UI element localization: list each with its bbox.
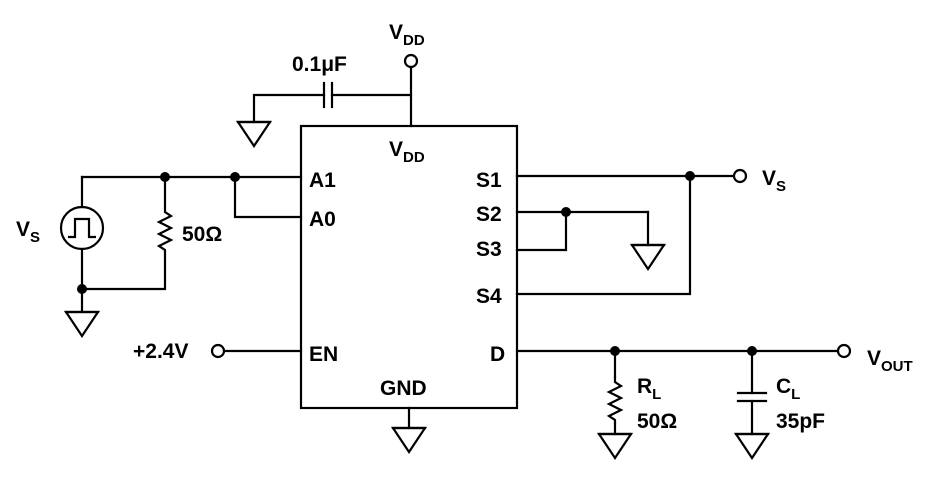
vout-terminal <box>836 343 852 359</box>
a0-wire <box>233 175 303 219</box>
cl-label: CL <box>776 375 800 403</box>
rl-value: 50Ω <box>637 410 677 433</box>
pin-gnd-label: GND <box>380 377 427 400</box>
pin-vdd-label: VDD <box>389 138 425 166</box>
bypass-cap-wire-left <box>252 93 326 124</box>
pin-a0-label: A0 <box>309 208 336 231</box>
pin-s1-label: S1 <box>476 169 502 192</box>
pin-a1-label: A1 <box>309 169 336 192</box>
junction-dot <box>77 284 87 294</box>
ground-icon <box>629 243 667 271</box>
pin-s3-label: S3 <box>476 238 502 261</box>
en-terminal <box>210 343 226 359</box>
pin-s2-label: S2 <box>476 203 502 226</box>
ground-icon <box>235 120 273 148</box>
source-ground-wire <box>80 175 167 291</box>
bypass-cap-label: 0.1μF <box>292 53 347 76</box>
pin-en-label: EN <box>309 343 338 366</box>
ground-icon <box>733 432 771 460</box>
vdd-terminal-label: VDD <box>389 21 425 49</box>
junction-dot <box>230 172 240 182</box>
pin-d-label: D <box>490 343 505 366</box>
source-label: VS <box>16 218 40 246</box>
ground-icon <box>390 426 428 454</box>
cl-value: 35pF <box>776 410 825 433</box>
load-resistor-icon <box>606 376 624 424</box>
termination-resistor-label: 50Ω <box>182 223 222 246</box>
ground-icon <box>63 310 101 338</box>
vs-out-terminal <box>732 168 748 184</box>
vs-out-label: VS <box>762 167 786 195</box>
vout-label: VOUT <box>867 347 913 375</box>
junction-dot <box>561 207 571 217</box>
rl-label: RL <box>637 375 661 403</box>
pin-s4-label: S4 <box>476 285 502 308</box>
s4-wire <box>515 174 692 296</box>
ground-icon <box>596 432 634 460</box>
termination-resistor-icon <box>156 206 174 254</box>
pulse-source-icon <box>59 205 105 251</box>
en-terminal-label: +2.4V <box>133 340 188 363</box>
vdd-terminal <box>403 53 419 69</box>
s3-wire <box>515 210 568 252</box>
